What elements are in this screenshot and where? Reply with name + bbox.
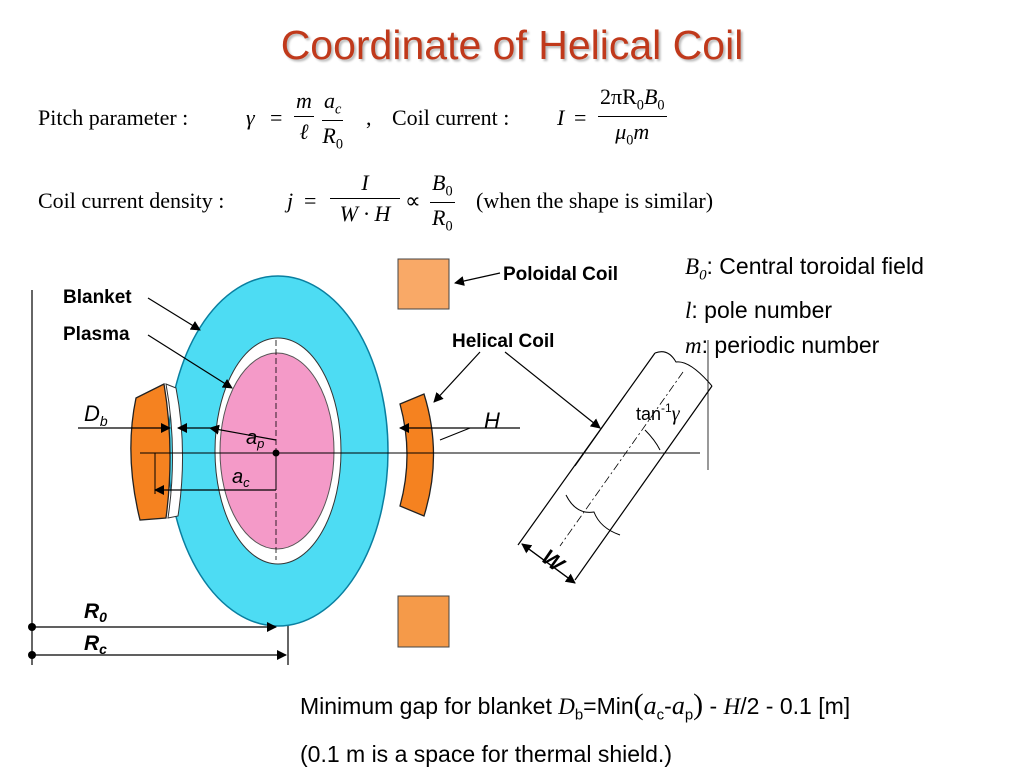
gap-minus: - — [664, 693, 672, 719]
h-label: H — [484, 408, 500, 433]
w-label: W — [537, 544, 571, 578]
frac-den-ell: ℓ — [299, 119, 309, 144]
equals-sign-2: = — [574, 105, 587, 130]
legend-l-text: : pole number — [691, 296, 833, 323]
helical-coil-right — [399, 393, 435, 517]
blanket-label: Blanket — [63, 287, 132, 308]
current-num-b: B — [643, 84, 658, 109]
ac-over-r0: ac R0 — [322, 88, 344, 154]
current-num-sub: 0 — [636, 97, 644, 114]
ac-label: ac — [232, 466, 250, 490]
ac-symbol: a — [324, 88, 335, 113]
plasma-leader — [147, 334, 233, 389]
gap-db-sym: D — [558, 694, 575, 719]
r0-origin-dot — [28, 623, 36, 631]
thermal-shield-left — [165, 383, 184, 519]
gap-note: Minimum gap for blanket Db=Min(ac-ap) - … — [300, 686, 850, 773]
helical-coil-left — [130, 383, 171, 521]
gamma-symbol: γ — [246, 105, 255, 130]
poloidal-coil-upper — [397, 258, 450, 310]
equals-sign: = — [270, 105, 283, 130]
similar-note: (when the shape is similar) — [476, 188, 714, 213]
ap-label: ap — [246, 427, 264, 451]
equals-sign-3: = — [304, 188, 317, 213]
gap-note-text: Minimum gap for blanket — [300, 693, 559, 719]
rc-label: Rc — [84, 632, 107, 657]
propto-symbol: ∝ — [405, 188, 421, 213]
helical-leader-left — [433, 351, 481, 403]
page-title: Coordinate of Helical Coil — [280, 22, 744, 68]
comma: , — [366, 105, 372, 130]
gap-ac-sub: c — [656, 706, 665, 724]
w-dimension-reverse — [521, 543, 576, 584]
b0-symbol: B — [432, 170, 446, 195]
gap-close-paren: ) — [693, 688, 704, 721]
gap-open-paren: ( — [633, 688, 644, 721]
symbol-legend: B0: Central toroidal field l: pole numbe… — [685, 249, 924, 363]
gap-min: =Min — [583, 693, 634, 719]
helical-coil-label: Helical Coil — [452, 331, 554, 352]
current-num: 2πR — [600, 84, 637, 109]
gap-tail-a: - — [703, 693, 724, 719]
legend-b0-text: : Central toroidal field — [706, 253, 924, 279]
m-over-ell: m ℓ — [294, 88, 314, 145]
gap-db-sub: b — [574, 706, 584, 724]
b0-over-r0: B0 R0 — [430, 170, 455, 236]
current-num-b-sub: 0 — [657, 97, 665, 114]
db-label: Db — [84, 401, 108, 429]
legend-m: m: periodic number — [685, 328, 924, 363]
legend-b0-sym: B — [685, 254, 700, 279]
mu-symbol: μ — [615, 119, 627, 145]
coil-current-label: Coil current : — [392, 105, 510, 130]
i-over-wh: I W · H — [330, 170, 400, 227]
ac-sub: c — [335, 101, 342, 118]
helical-strip-side-view — [517, 340, 713, 581]
ap-arrow — [209, 424, 277, 441]
m-symbol: m — [633, 119, 650, 145]
poloidal-coil-label: Poloidal Coil — [503, 264, 618, 285]
j-symbol: j — [287, 188, 294, 213]
gap-ap-sub: p — [684, 706, 694, 724]
poloidal-leader — [454, 272, 501, 286]
pitch-label: Pitch parameter : — [38, 105, 189, 130]
r0-label: R0 — [84, 600, 107, 625]
poloidal-coil-lower — [397, 595, 450, 648]
gap-h-sym: H — [723, 694, 741, 719]
rc-origin-dot — [28, 651, 36, 659]
r0-symbol-2: R — [432, 205, 446, 231]
gap-ap-sym: a — [671, 691, 685, 720]
legend-m-text: : periodic number — [701, 331, 880, 358]
legend-l: l: pole number — [685, 293, 924, 328]
gap-tail-b: /2 - 0.1 [m] — [740, 693, 851, 719]
current-symbol: I — [557, 105, 565, 130]
legend-b0: B0: Central toroidal field — [685, 249, 924, 293]
frac-den-wh: W · H — [339, 201, 391, 226]
r0-sub-2: 0 — [445, 218, 453, 235]
gap-ac-sym: a — [643, 691, 657, 720]
frac-num-i: I — [330, 170, 400, 199]
r0-sub: 0 — [335, 136, 343, 153]
gap-note-line1: Minimum gap for blanket Db=Min(ac-ap) - … — [300, 686, 850, 735]
blanket-leader — [147, 297, 201, 331]
current-fraction: 2πR0B0 μ0m — [598, 84, 667, 150]
helical-leader-right — [504, 351, 601, 429]
legend-b0-sub: 0 — [699, 267, 707, 284]
b0-sub: 0 — [445, 183, 453, 200]
density-label: Coil current density : — [38, 188, 225, 213]
mu-sub: 0 — [626, 132, 634, 149]
r0-symbol: R — [322, 123, 336, 149]
tan-label: tan-1γ — [636, 401, 681, 425]
h-leader — [439, 427, 471, 441]
plasma-label: Plasma — [63, 324, 130, 345]
legend-l-sym: l — [685, 297, 692, 323]
gap-note-line2: (0.1 m is a space for thermal shield.) — [300, 740, 672, 767]
frac-num-m: m — [294, 88, 314, 117]
legend-m-sym: m — [685, 332, 702, 358]
